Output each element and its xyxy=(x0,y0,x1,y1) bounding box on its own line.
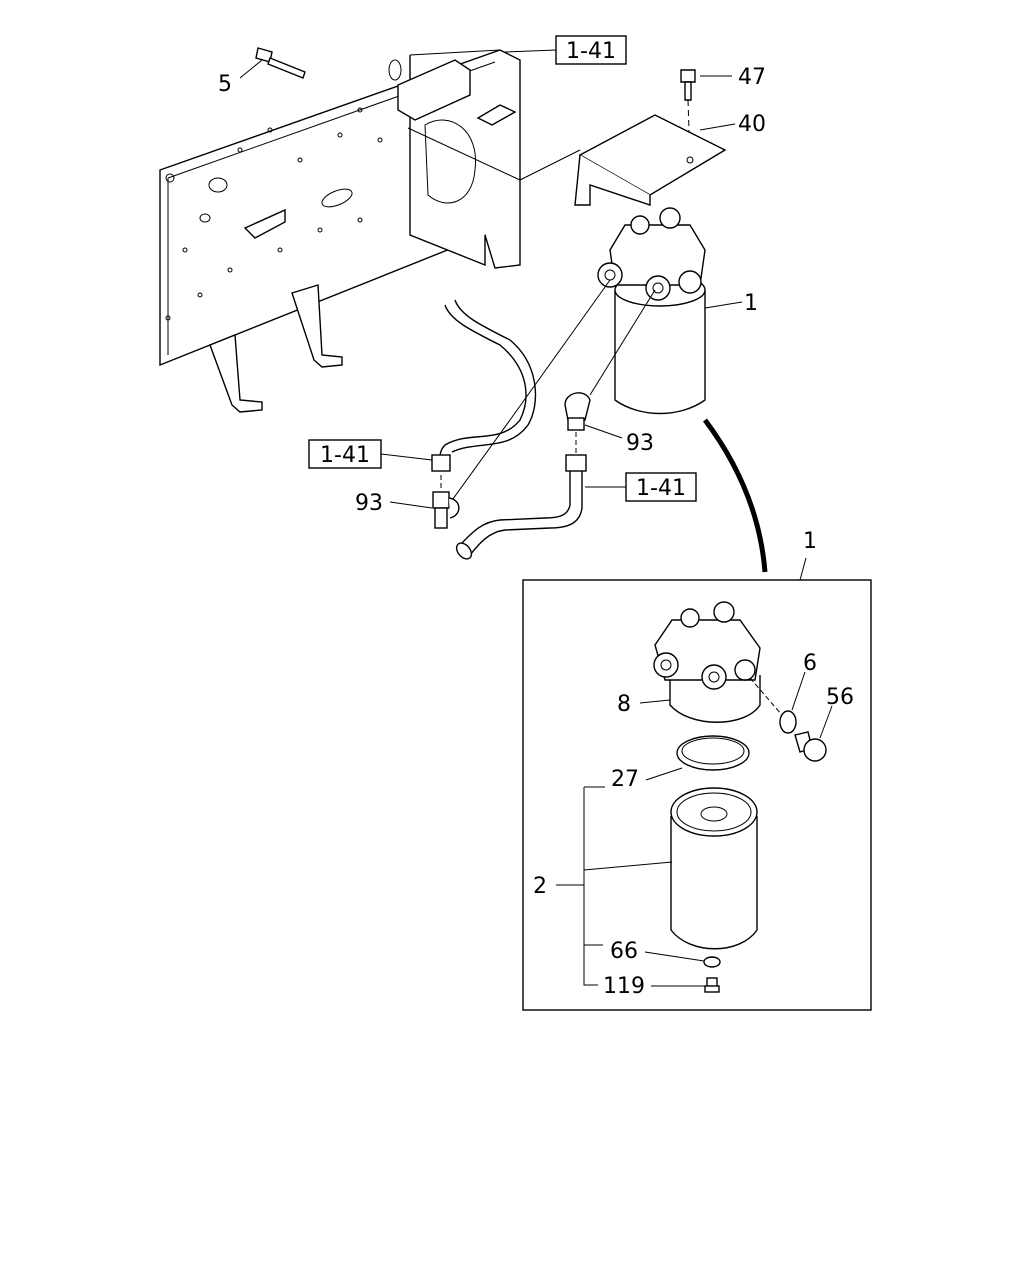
filter-element-2 xyxy=(670,787,758,950)
connection-line-c xyxy=(444,279,611,511)
label-56: 56 xyxy=(826,685,854,710)
fuel-filter-assembly xyxy=(597,207,706,415)
label-40: 40 xyxy=(738,112,766,137)
label-1-main: 1 xyxy=(744,291,758,316)
reference-box-1-41-left xyxy=(308,439,382,469)
hose-right-outer xyxy=(469,471,583,556)
reference-box-1-41-right xyxy=(625,472,697,502)
leader-1-detail xyxy=(799,557,807,581)
leader-ref-top xyxy=(504,49,557,53)
o-ring-6 xyxy=(779,710,797,734)
leader-1-main xyxy=(704,301,743,309)
gasket-27 xyxy=(676,735,750,771)
bracket-2 xyxy=(583,787,598,986)
bolt-47 xyxy=(680,69,696,101)
hose-left-outer xyxy=(451,299,537,453)
reference-text-1-41-left: 1-41 xyxy=(320,443,370,468)
connection-line-a xyxy=(407,127,521,181)
label-27: 27 xyxy=(611,767,639,792)
bolt-5 xyxy=(255,47,306,79)
leader-27 xyxy=(645,767,683,781)
plug-56 xyxy=(794,731,827,762)
leader-56 xyxy=(819,705,833,739)
hose-left xyxy=(439,304,527,461)
washer-66 xyxy=(703,956,721,968)
hose-right xyxy=(459,471,571,546)
label-5: 5 xyxy=(218,72,232,97)
drain-plug-119 xyxy=(704,977,720,993)
leader-40 xyxy=(699,123,736,131)
mounting-plate xyxy=(159,49,521,413)
reference-text-1-41: 1-41 xyxy=(566,39,616,64)
filter-head-8 xyxy=(653,601,761,723)
elbow-fitting-93-left xyxy=(432,491,460,529)
label-1-detail: 1 xyxy=(803,529,817,554)
fitting-right-nut xyxy=(565,454,587,472)
leader-93-left xyxy=(389,501,433,509)
label-93-right: 93 xyxy=(626,431,654,456)
leader-6 xyxy=(791,671,806,711)
label-2: 2 xyxy=(533,874,547,899)
reference-box-1-41 xyxy=(555,35,627,65)
leader-93-right xyxy=(584,424,623,439)
label-47: 47 xyxy=(738,65,766,90)
hose-right-end xyxy=(455,542,473,560)
label-93-left: 93 xyxy=(355,491,383,516)
connection-line-b xyxy=(519,149,581,181)
leader-ref-left xyxy=(380,453,433,461)
reference-text-1-41-right: 1-41 xyxy=(636,476,686,501)
leader-8 xyxy=(639,699,671,704)
label-119: 119 xyxy=(603,974,645,999)
label-8: 8 xyxy=(617,692,631,717)
detail-arrow xyxy=(702,418,768,573)
leader-5 xyxy=(239,59,263,79)
label-66: 66 xyxy=(610,939,638,964)
fitting-left-nut xyxy=(431,454,451,472)
axis-8-6 xyxy=(749,677,783,716)
bracket-40 xyxy=(574,114,727,206)
elbow-fitting-93-right xyxy=(564,392,591,431)
label-6: 6 xyxy=(803,651,817,676)
leader-66 xyxy=(644,951,705,962)
leader-2-element xyxy=(583,861,673,871)
connection-line-d xyxy=(589,289,656,396)
